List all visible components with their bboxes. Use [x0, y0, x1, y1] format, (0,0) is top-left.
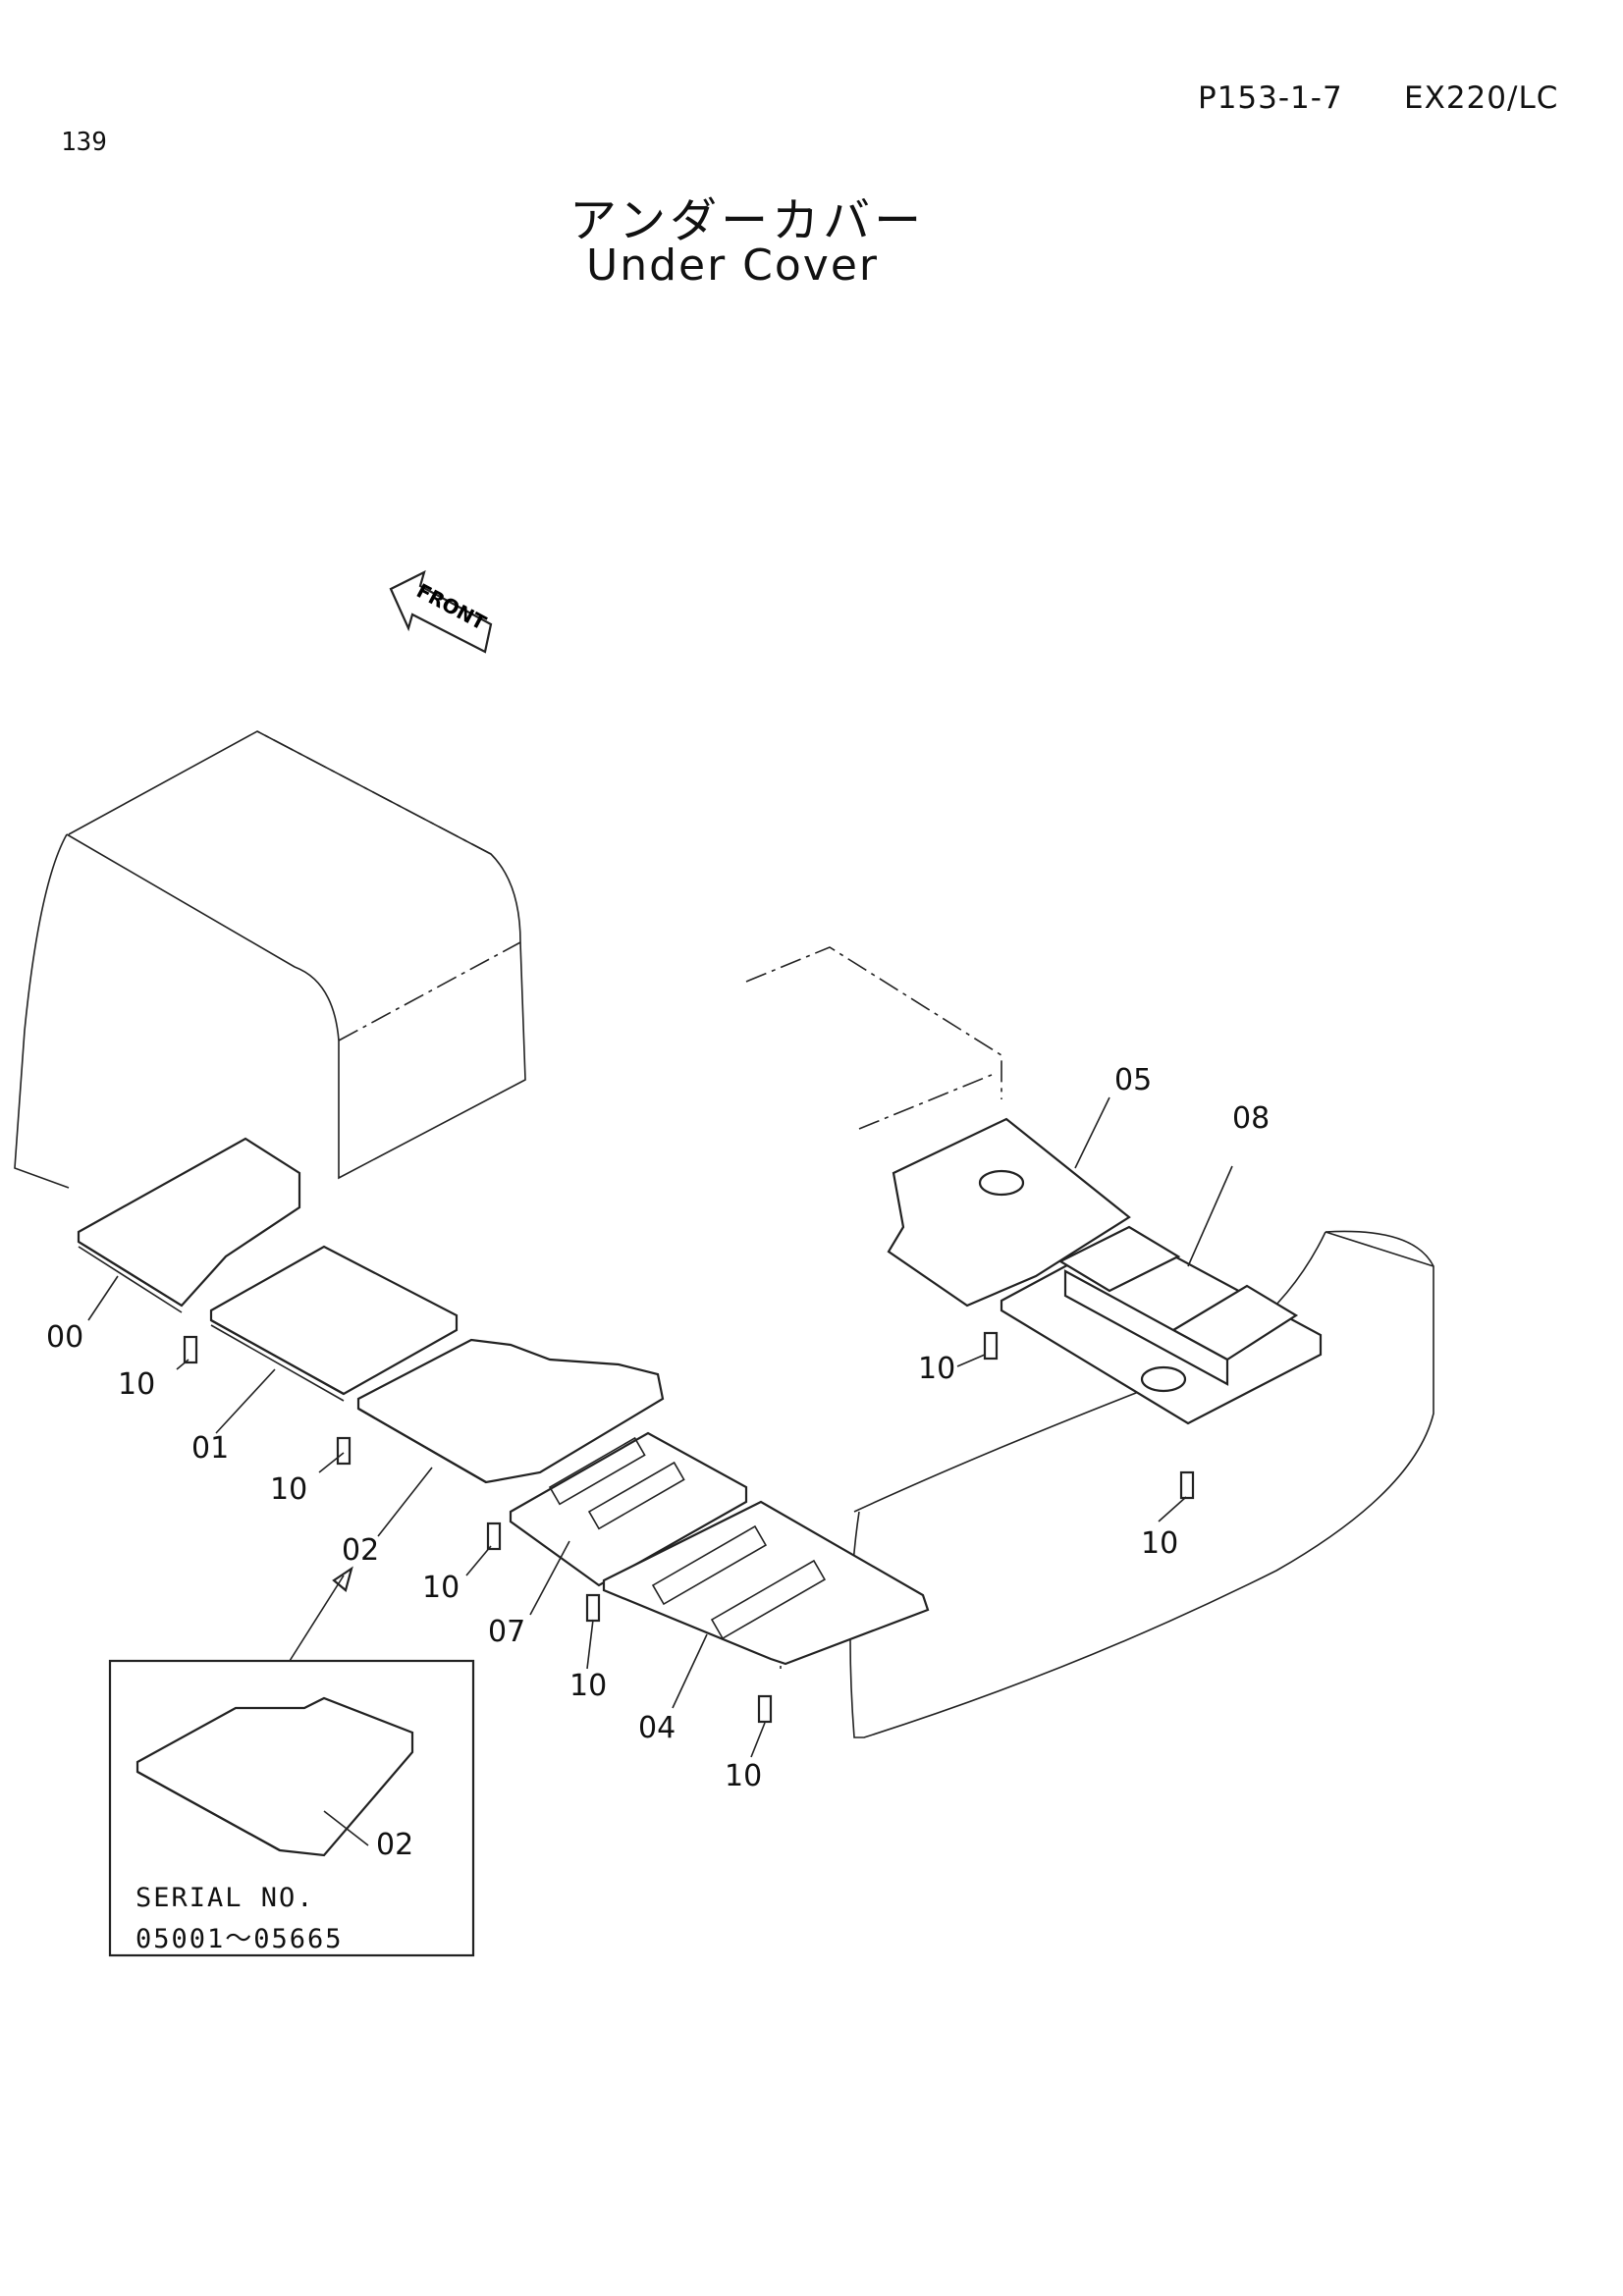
front-label: FRONT [412, 578, 490, 634]
cab-phantom-outline [14, 730, 526, 1189]
callout-02: 02 [342, 1533, 380, 1568]
plate-08 [1000, 1225, 1323, 1425]
plate-07 [509, 1431, 748, 1587]
bolt-icon [486, 1522, 502, 1551]
bolt-icon [757, 1694, 773, 1724]
callout-07: 07 [488, 1615, 526, 1649]
serial-range: 05001～05665 [135, 1924, 344, 1954]
callout-10: 10 [1141, 1526, 1179, 1561]
page-title-english: Under Cover [586, 240, 880, 291]
callout-00: 00 [46, 1320, 84, 1355]
bolt-icon [983, 1331, 999, 1361]
callout-10: 10 [918, 1352, 956, 1386]
inset-callout-02: 02 [376, 1828, 414, 1862]
plate-00 [77, 1137, 301, 1313]
plate-05 [887, 1117, 1131, 1308]
page-title-japanese: アンダーカバー [569, 193, 926, 248]
bolt-icon [1179, 1470, 1195, 1500]
bolt-icon [183, 1335, 198, 1364]
plate-02 [356, 1338, 665, 1484]
leader-lines [87, 1096, 1233, 1758]
page-number: 139 [61, 128, 107, 157]
callout-10: 10 [118, 1367, 156, 1402]
inset-frame [108, 1566, 475, 1957]
serial-label: SERIAL NO. [135, 1883, 315, 1913]
plate-04 [602, 1500, 930, 1666]
callout-01: 01 [191, 1431, 230, 1466]
callout-08: 08 [1232, 1101, 1271, 1136]
plate-01 [209, 1245, 459, 1402]
callout-10: 10 [569, 1669, 608, 1703]
callout-04: 04 [638, 1711, 676, 1745]
callout-10: 10 [270, 1472, 308, 1507]
page-reference: P153-1-7 [1198, 80, 1343, 116]
model-name: EX220/LC [1404, 80, 1559, 116]
callout-10: 10 [725, 1759, 763, 1793]
callout-05: 05 [1114, 1063, 1153, 1097]
front-arrow-icon: FRONT [389, 569, 493, 654]
callout-10: 10 [422, 1571, 460, 1605]
bolt-icon [336, 1436, 352, 1466]
bolt-icon [585, 1593, 601, 1623]
